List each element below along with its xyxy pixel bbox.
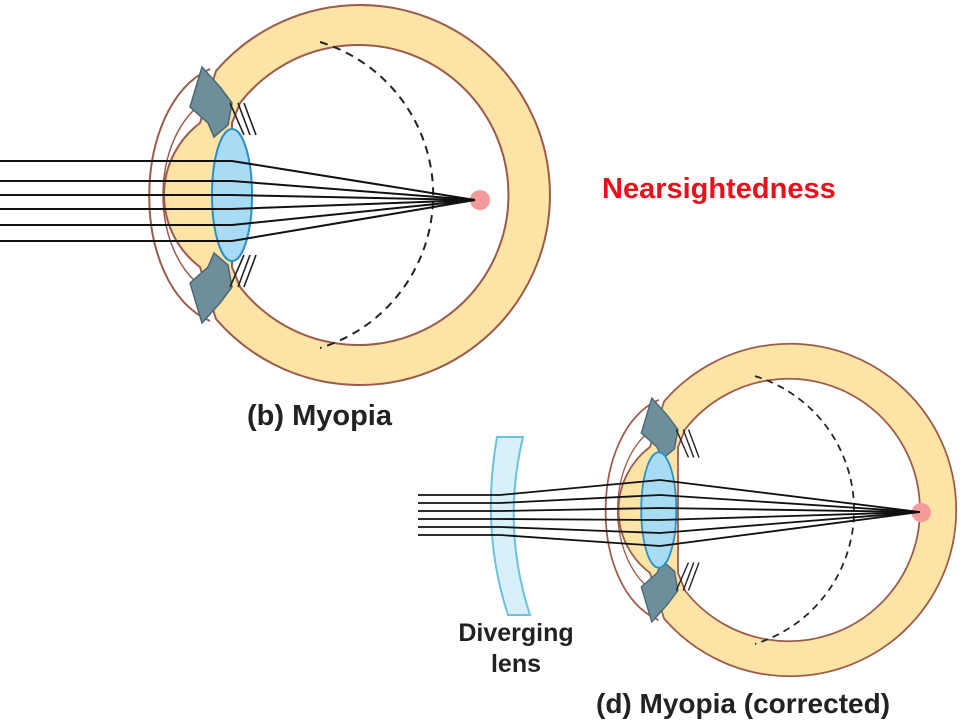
panel-b-caption: (b) Myopia [247, 400, 392, 432]
lens-label-line1: Diverging [458, 619, 574, 647]
panel-d-caption: (d) Myopia (corrected) [596, 688, 891, 719]
diverging-lens-label: Diverging lens [446, 618, 586, 680]
diverging-lens [489, 436, 532, 616]
diagram-title: Nearsightedness [602, 173, 836, 205]
focal-point-corrected [911, 503, 931, 523]
light-rays-corrected [418, 479, 921, 547]
crystalline-lens-corrected [640, 451, 678, 569]
light-rays-myopia [0, 160, 476, 242]
lens-label-line2: lens [490, 650, 542, 678]
focal-point [470, 190, 490, 210]
